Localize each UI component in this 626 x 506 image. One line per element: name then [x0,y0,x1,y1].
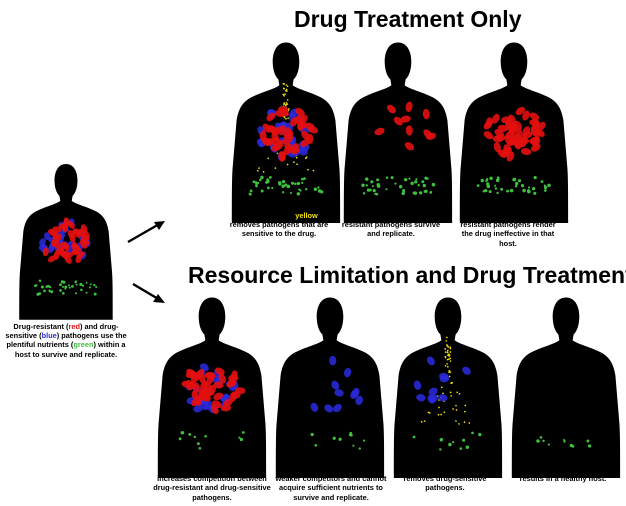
arrow-icon [128,221,165,242]
figure-top-1 [232,42,340,223]
title-resource-limitation: Resource Limitation and Drug Treatment [188,262,626,289]
figure-top-3 [460,42,568,223]
human-silhouette [344,42,452,223]
human-silhouette [394,298,502,479]
caption-bottom-3: Meanwhile, drug treatment removes drug-s… [393,465,497,493]
caption-initial: Drug-resistant (red) and drug-sensitive … [4,322,128,359]
human-silhouette [512,298,620,479]
caption-bottom-2: Drug-resistant pathogens are weaker comp… [275,465,387,502]
caption-top-1: Drug treatment (yellow) removes pathogen… [224,211,334,239]
figure-top-2 [344,42,452,223]
figure-initial [19,164,112,320]
caption-top-2: The remaining drug-resistant pathogens s… [340,211,442,239]
figure-bottom-1 [158,298,266,479]
figure-bottom-4 [512,298,620,479]
caption-bottom-1: Reducing levels of the nutrient increase… [153,465,271,502]
caption-bottom-4: This combined intervention results in a … [511,465,615,483]
human-silhouette [276,298,384,479]
arrow-icon [133,284,165,303]
figure-bottom-3 [394,298,502,479]
title-drug-treatment-only: Drug Treatment Only [294,6,521,33]
figure-bottom-2 [276,298,384,479]
caption-top-3: Large numbers of drug-resistant pathogen… [458,211,558,248]
